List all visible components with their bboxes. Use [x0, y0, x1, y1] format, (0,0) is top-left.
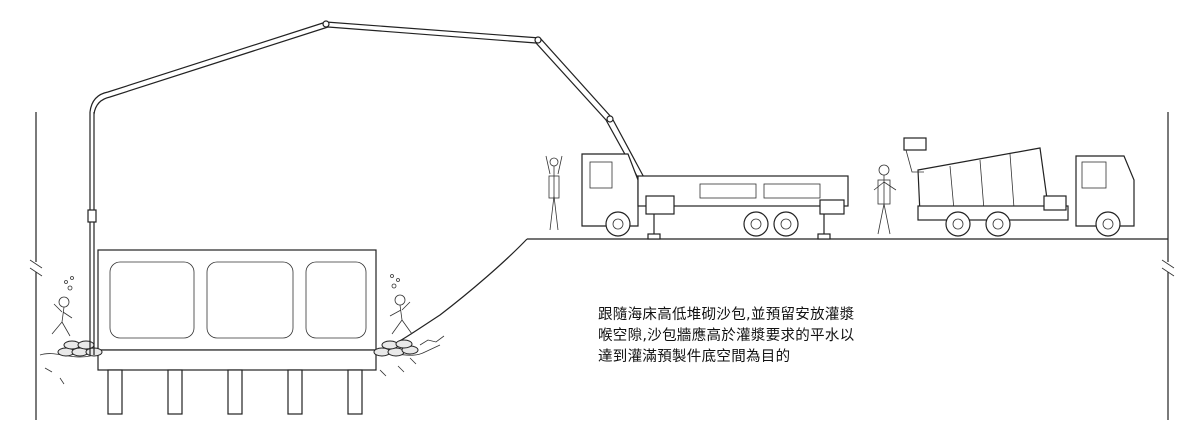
sandbag-wall-right: [373, 339, 419, 357]
annotation-line-2: 喉空隙,沙包牆應高於灌漿要求的平水以: [598, 328, 855, 344]
diver-right: [389, 274, 413, 335]
annotation-note: 跟隨海床高低堆砌沙包,並預留安放灌漿 喉空隙,沙包牆應高於灌漿要求的平水以 達到…: [598, 305, 928, 368]
worker-left: [545, 155, 563, 231]
right-wall: [1161, 112, 1175, 420]
annotation-line-1: 跟隨海床高低堆砌沙包,並預留安放灌漿: [598, 307, 855, 323]
annotation-line-3: 達到灌滿預製件底空間為目的: [598, 349, 791, 365]
worker-right: [873, 164, 897, 235]
left-wall: [29, 112, 43, 420]
piles: [107, 369, 363, 415]
mixer-truck: [903, 137, 1135, 237]
precast-unit: [97, 249, 377, 371]
pump-truck: [581, 153, 849, 240]
grout-hose-lower: [419, 335, 445, 346]
sandbag-wall-left: [57, 340, 103, 357]
diver-left: [51, 276, 74, 337]
